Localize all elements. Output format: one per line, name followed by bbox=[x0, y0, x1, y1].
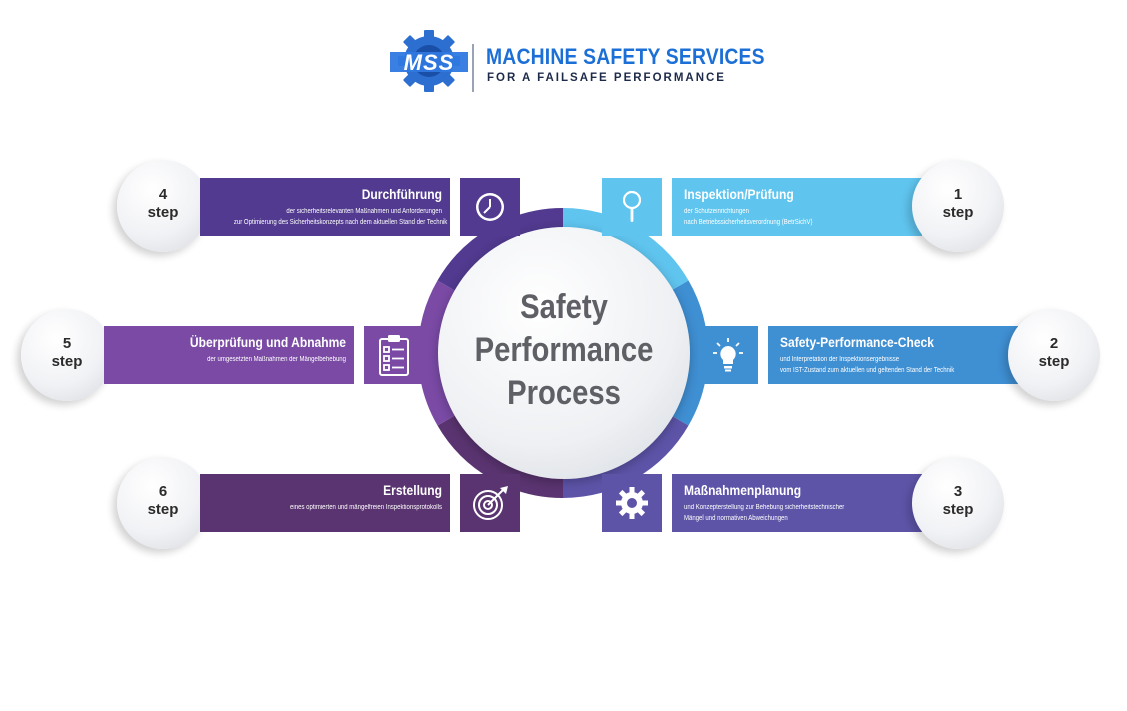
gear-logo-icon bbox=[390, 30, 468, 92]
step-2-panel: Safety-Performance-Check und Interpretat… bbox=[768, 326, 1018, 384]
step-4-title: Durchführung bbox=[361, 186, 442, 202]
step-3-desc-line1: und Konzepterstellung zur Behebung siche… bbox=[684, 504, 845, 511]
step-3-desc-line2: Mängel und normativen Abweichungen bbox=[684, 515, 788, 522]
step-4-desc-line1: der sicherheitsrelevanten Maßnahmen und … bbox=[286, 208, 442, 215]
step-4-panel: Durchführung der sicherheitsrelevanten M… bbox=[200, 178, 450, 236]
ring-segment-2 bbox=[669, 280, 708, 426]
step-6-circle: 6 step bbox=[117, 457, 209, 549]
step-4-desc-line2: zur Optimierung des Sicherheitskonzepts … bbox=[233, 219, 448, 226]
step-2-number: 2 bbox=[1049, 335, 1059, 352]
logo-mark-text: MSS bbox=[403, 50, 455, 75]
step-2-label: step bbox=[1038, 353, 1070, 370]
ring-segment-5 bbox=[418, 280, 457, 426]
step-5-number: 5 bbox=[62, 335, 72, 352]
step-6-title: Erstellung bbox=[383, 482, 442, 498]
step-4-icon-box bbox=[460, 178, 520, 236]
process-ring bbox=[418, 208, 708, 498]
center-title-line2: Performance bbox=[474, 331, 654, 369]
center-disk bbox=[438, 227, 690, 479]
step-6-desc-line1: eines optimierten und mängelfreien Inspe… bbox=[290, 504, 442, 511]
logo-divider bbox=[472, 44, 474, 92]
step-3-desc: und Konzepterstellung zur Behebung siche… bbox=[684, 502, 889, 524]
step-1-desc-line2: nach Betriebssicherheitsverordnung (Betr… bbox=[684, 219, 813, 226]
step-1-circle: 1 step bbox=[912, 160, 1004, 252]
step-2-circle: 2 step bbox=[1008, 309, 1100, 401]
step-4-circle: 4 step bbox=[117, 160, 209, 252]
step-4-label: step bbox=[147, 204, 179, 221]
ring-segment-3 bbox=[562, 414, 689, 498]
step-1-desc-line1: der Schutzeinrichtungen bbox=[684, 208, 749, 215]
ring-segment-1 bbox=[562, 208, 689, 292]
logo-tagline: FOR A FAILSAFE PERFORMANCE bbox=[487, 72, 726, 84]
clock-icon bbox=[476, 193, 504, 221]
step-1-label: step bbox=[942, 204, 974, 221]
step-2-icon-box bbox=[698, 326, 758, 384]
step-3-number: 3 bbox=[953, 483, 963, 500]
step-5-desc: der umgesetzten Maßnahmen der Mängelbehe… bbox=[138, 354, 346, 365]
step-3-icon-box bbox=[602, 474, 662, 532]
step-6-panel: Erstellung eines optimierten und mängelf… bbox=[200, 474, 450, 532]
step-1-title: Inspektion/Prüfung bbox=[684, 186, 794, 202]
step-2-desc-line1: und Interpretation der Inspektionsergebn… bbox=[780, 356, 900, 363]
step-5-panel: Überprüfung und Abnahme der umgesetzten … bbox=[104, 326, 354, 384]
step-5-circle: 5 step bbox=[21, 309, 113, 401]
step-1-panel: Inspektion/Prüfung der Schutzeinrichtung… bbox=[672, 178, 922, 236]
step-6-desc: eines optimierten und mängelfreien Inspe… bbox=[234, 502, 442, 513]
center-title-line3: Process bbox=[507, 374, 621, 412]
step-2-desc: und Interpretation der Inspektionsergebn… bbox=[780, 354, 985, 376]
step-6-icon-box bbox=[460, 474, 520, 532]
lightbulb-icon bbox=[713, 338, 743, 372]
gear-icon bbox=[616, 487, 648, 519]
step-1-number: 1 bbox=[953, 186, 963, 203]
step-5-title: Überprüfung und Abnahme bbox=[189, 334, 346, 350]
magnifier-icon bbox=[622, 190, 642, 222]
step-6-label: step bbox=[147, 501, 179, 518]
step-4-number: 4 bbox=[158, 186, 168, 203]
step-5-icon-box bbox=[364, 326, 424, 384]
step-3-circle: 3 step bbox=[912, 457, 1004, 549]
step-2-desc-line2: vom IST-Zustand zum aktuellen und gelten… bbox=[780, 367, 955, 374]
step-1-icon-box bbox=[602, 178, 662, 236]
step-3-panel: Maßnahmenplanung und Konzepterstellung z… bbox=[672, 474, 922, 532]
step-1-desc: der Schutzeinrichtungen nach Betriebssic… bbox=[684, 206, 889, 228]
step-3-title: Maßnahmenplanung bbox=[684, 482, 802, 498]
step-4-desc: der sicherheitsrelevanten Maßnahmen und … bbox=[233, 206, 448, 228]
ring-segment-4 bbox=[437, 208, 564, 292]
step-2-title: Safety-Performance-Check bbox=[780, 334, 934, 350]
step-5-desc-line1: der umgesetzten Maßnahmen der Mängelbehe… bbox=[207, 356, 346, 363]
clipboard-checklist-icon bbox=[379, 335, 409, 376]
target-arrow-icon bbox=[473, 486, 508, 520]
step-6-number: 6 bbox=[158, 483, 168, 500]
logo-title: MACHINE SAFETY SERVICES bbox=[486, 44, 765, 69]
ring-segment-6 bbox=[437, 414, 564, 498]
center-title: Safety Performance Process bbox=[456, 286, 673, 415]
step-5-label: step bbox=[51, 353, 83, 370]
step-3-label: step bbox=[942, 501, 974, 518]
center-title-line1: Safety bbox=[520, 288, 608, 326]
logo: MSS bbox=[390, 28, 468, 94]
